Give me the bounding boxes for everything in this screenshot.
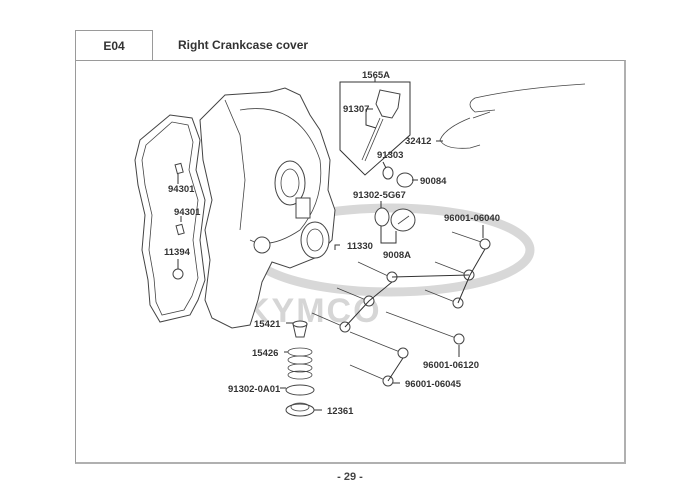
label-1565A: 1565A	[362, 70, 390, 81]
drain-plug-12361	[285, 402, 315, 417]
page-title: Right Crankcase cover	[178, 38, 309, 52]
label-94301-lower: 94301	[174, 207, 201, 218]
callout-labels: 1565A 91307 32412 91303 90084 91302-5G67…	[164, 70, 500, 417]
label-32412: 32412	[405, 136, 431, 147]
label-91302-0A01: 91302-0A01	[228, 384, 281, 395]
label-96001-06120: 96001-06120	[423, 360, 479, 371]
label-12361: 12361	[327, 406, 354, 417]
diagram-frame	[75, 60, 626, 464]
bolt	[349, 364, 394, 387]
bolt-group	[311, 231, 491, 387]
oil-seal	[172, 268, 184, 280]
dowel-pin-upper	[174, 162, 184, 175]
label-94301-upper: 94301	[168, 184, 195, 195]
bolt-long	[385, 311, 465, 345]
section-code-tab: E04	[75, 30, 153, 60]
watermark-text: KYMCO	[245, 292, 382, 330]
label-15421: 15421	[254, 319, 281, 330]
bolt	[357, 261, 398, 283]
label-11394: 11394	[164, 247, 191, 258]
label-91307: 91307	[343, 104, 369, 115]
label-11330: 11330	[347, 241, 373, 252]
dowel-pin-lower	[175, 223, 185, 236]
bolt	[434, 261, 475, 281]
bolt	[349, 331, 409, 359]
wire-harness	[439, 83, 586, 149]
gasket	[134, 114, 206, 323]
label-96001-06045: 96001-06045	[405, 379, 462, 390]
dipstick-kit	[339, 78, 411, 176]
label-9008A: 9008A	[383, 250, 411, 261]
strainer-15421	[292, 320, 308, 338]
plug-9008a	[390, 208, 416, 232]
label-91303: 91303	[377, 150, 403, 161]
label-96001-06040: 96001-06040	[444, 213, 500, 224]
label-15426: 15426	[252, 348, 278, 359]
bolt	[451, 231, 491, 250]
label-90084: 90084	[420, 176, 447, 187]
crankcase-cover	[199, 87, 336, 329]
label-91302-5G67: 91302-5G67	[353, 190, 406, 201]
plug-90084	[396, 172, 414, 188]
page-number: - 29 -	[337, 471, 363, 483]
o-ring-91302-5g67	[374, 207, 390, 227]
o-ring-91302-0a01	[285, 384, 315, 396]
o-ring-91303	[382, 166, 394, 180]
leader-lines	[177, 108, 484, 411]
section-code: E04	[103, 38, 125, 53]
spring-15426	[287, 347, 313, 380]
